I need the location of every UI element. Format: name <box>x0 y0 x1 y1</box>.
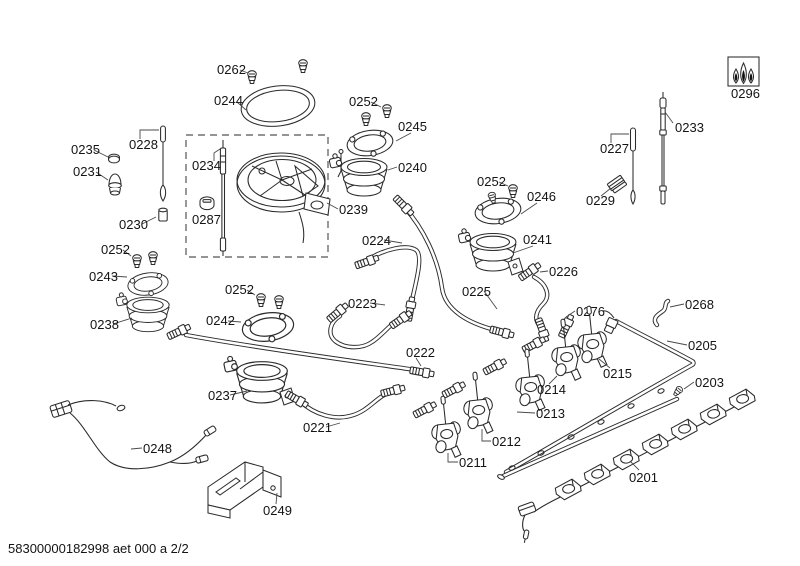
part-label-0228: 0228 <box>129 137 158 152</box>
part-0224-pipe <box>353 239 422 323</box>
flame-box <box>727 56 760 87</box>
part-label-0242: 0242 <box>206 313 235 328</box>
part-label-0245: 0245 <box>398 119 427 134</box>
part-label-0252-top: 0252 <box>349 94 378 109</box>
part-0233-electrode <box>659 92 674 205</box>
part-label-0252-mid: 0252 <box>225 282 254 297</box>
flame-icon <box>733 61 754 85</box>
part-0237-cup <box>223 355 296 406</box>
part-0242-ring <box>227 308 297 347</box>
leader-0240 <box>387 166 398 171</box>
leader-0214 <box>548 375 558 385</box>
part-label-0205: 0205 <box>688 338 717 353</box>
part-label-0213: 0213 <box>536 406 565 421</box>
part-0262-screws <box>239 59 308 85</box>
footer-doc-code: 58300000182998 aet 000 a 2/2 <box>8 541 189 556</box>
part-label-0249: 0249 <box>263 503 292 518</box>
part-0223-pipe <box>325 300 414 350</box>
part-label-0252-right: 0252 <box>477 174 506 189</box>
part-0241-cup <box>457 228 534 276</box>
leader-0212 <box>481 429 491 442</box>
manifold-rail <box>497 396 680 480</box>
part-0234-electrode <box>213 140 227 256</box>
part-label-0227: 0227 <box>600 141 629 156</box>
part-label-0243: 0243 <box>89 269 118 284</box>
part-0235-seal <box>93 149 121 164</box>
part-label-0225: 0225 <box>462 284 491 299</box>
part-0225-pipe <box>391 193 516 341</box>
leader-0244 <box>236 101 247 111</box>
part-label-0262: 0262 <box>217 62 246 77</box>
part-0230-sleeve <box>141 207 168 225</box>
part-0244-seal-ring <box>240 85 316 127</box>
mounting-holes <box>508 388 665 471</box>
part-0213-valve <box>509 347 550 414</box>
part-0228-thermocouple <box>139 125 167 202</box>
part-label-0296: 0296 <box>731 86 760 101</box>
part-label-0287: 0287 <box>192 212 221 227</box>
part-0248-harness <box>49 400 217 470</box>
part-0201-ignition-harness <box>517 387 757 543</box>
part-label-0252-left: 0252 <box>101 242 130 257</box>
part-0252-screws-left <box>122 249 158 269</box>
part-0243-ring <box>111 269 171 300</box>
part-label-0235: 0235 <box>71 142 100 157</box>
part-0221-pipe <box>283 382 407 428</box>
part-label-0203: 0203 <box>695 375 724 390</box>
part-label-0244: 0244 <box>214 93 243 108</box>
part-0276-injector <box>556 310 577 340</box>
part-0240-cup <box>328 153 388 197</box>
leader-0215 <box>598 358 611 369</box>
part-label-0229: 0229 <box>586 193 615 208</box>
part-0222-tube <box>165 321 436 380</box>
part-label-0248: 0248 <box>143 441 172 456</box>
part-label-0238: 0238 <box>90 317 119 332</box>
part-0205-pipe <box>503 310 696 475</box>
part-label-0240: 0240 <box>398 160 427 175</box>
part-0226-pipe <box>516 260 552 344</box>
part-0231-cap <box>95 171 122 196</box>
flame-legend <box>727 56 760 87</box>
part-0252-screws-top <box>361 101 392 127</box>
part-0249-bracket <box>207 461 282 519</box>
part-label-0234: 0234 <box>192 158 221 173</box>
part-0245-ring <box>344 126 396 161</box>
part-0287-nut <box>199 196 215 211</box>
part-label-0233: 0233 <box>675 120 704 135</box>
part-label-0211: 0211 <box>459 455 487 470</box>
part-0238-cup <box>112 292 170 333</box>
part-label-0237: 0237 <box>208 388 237 403</box>
leader-0213 <box>516 411 536 414</box>
part-label-0239: 0239 <box>339 202 368 217</box>
part-0227-igniter <box>610 127 637 206</box>
part-0252-screws-mid <box>246 289 284 310</box>
part-label-0226: 0226 <box>549 264 578 279</box>
part-0246-ring <box>472 191 538 229</box>
part-label-0215: 0215 <box>603 366 632 381</box>
part-0268-bracket <box>652 298 685 328</box>
part-label-0222: 0222 <box>406 345 435 360</box>
part-label-0246: 0246 <box>527 189 556 204</box>
part-label-0231: 0231 <box>73 164 102 179</box>
part-label-0268: 0268 <box>685 297 714 312</box>
part-label-0224: 0224 <box>362 233 391 248</box>
part-0229-clip <box>600 175 627 197</box>
part-0252-screws-right <box>498 181 518 199</box>
part-label-0221: 0221 <box>303 420 332 435</box>
part-label-0230: 0230 <box>119 217 148 232</box>
part-0203-screw <box>671 381 695 398</box>
part-label-0212: 0212 <box>492 434 521 449</box>
part-label-0214: 0214 <box>537 382 566 397</box>
part-0212-valve <box>457 370 498 437</box>
part-label-0223: 0223 <box>348 296 377 311</box>
leader-0211 <box>447 453 458 463</box>
part-0239-burner-assembly <box>236 148 344 244</box>
leader-0245 <box>395 132 412 142</box>
part-label-0241: 0241 <box>523 232 552 247</box>
part-label-0201: 0201 <box>629 470 658 485</box>
